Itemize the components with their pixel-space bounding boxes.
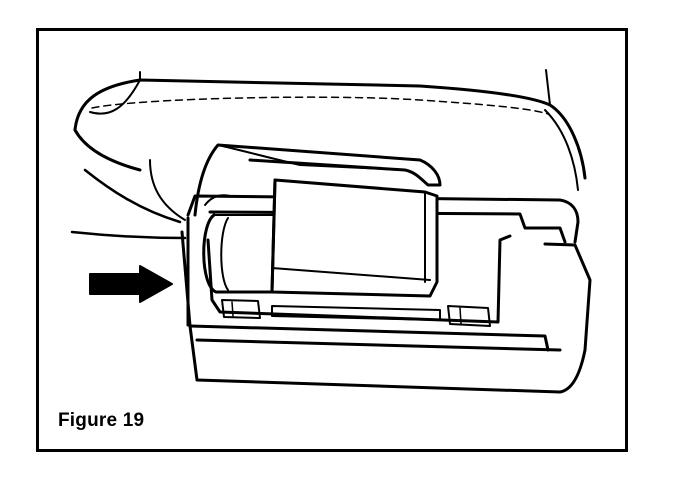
seat-cushion — [73, 69, 587, 191]
release-tab — [270, 178, 439, 298]
roller — [202, 213, 277, 294]
latch-housing — [180, 194, 592, 394]
seat-side-panel — [70, 71, 187, 240]
right-arrow-icon — [89, 265, 173, 303]
latch-slots — [221, 299, 491, 327]
figure-caption: Figure 19 — [58, 410, 145, 431]
